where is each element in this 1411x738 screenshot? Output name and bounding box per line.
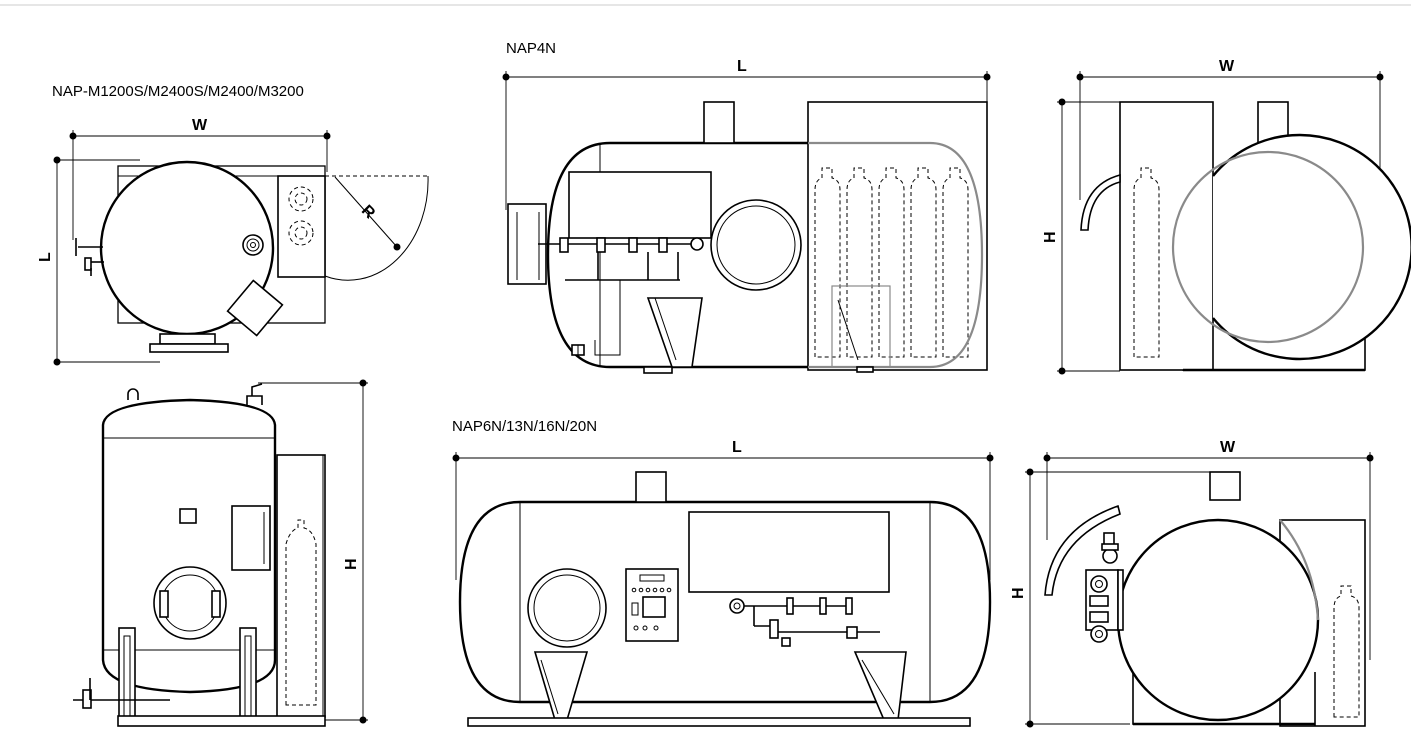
br-nap6n-end-view: W H — [1010, 439, 1374, 728]
bm-base — [467, 717, 971, 727]
tr-width-label: W — [1219, 58, 1235, 75]
caption-nap6n-series: NAP6N/13N/16N/20N — [452, 418, 597, 435]
tr-hidden-tank-outline — [1171, 150, 1365, 344]
tl-radius-label: R — [358, 202, 379, 223]
bm-length-label: L — [732, 439, 742, 456]
bl-front-view: H — [73, 379, 368, 727]
bl-cylinder-cabinet — [276, 454, 326, 718]
tr-cylinder-cabinet — [1119, 101, 1214, 371]
tl-outlet — [226, 279, 284, 337]
br-tank — [1116, 518, 1320, 722]
tm-length-label: L — [737, 58, 747, 75]
tm-vent — [703, 101, 735, 144]
tr-nap4n-end-view: W H — [1042, 58, 1411, 375]
tl-width-label: W — [192, 117, 208, 134]
tm-cylinder-cabinet — [807, 101, 988, 371]
tm-manhole — [710, 199, 802, 291]
tl-length-label: L — [37, 252, 54, 262]
tm-gas-cylinders — [814, 167, 969, 358]
tl-control-box — [277, 175, 326, 278]
bl-manhole — [153, 566, 227, 640]
bl-tank — [101, 398, 277, 694]
tr-height-label: H — [1042, 231, 1059, 243]
tm-panel — [568, 171, 712, 239]
bm-panel — [688, 511, 890, 593]
tl-plan-view: NAP-M1200S/M2400S/M2400/M3200 W L R — [37, 83, 429, 366]
tm-saddle — [646, 297, 703, 368]
bl-height-label: H — [343, 558, 360, 570]
tm-hidden-tank-outline — [808, 141, 984, 369]
tr-tank — [1212, 133, 1411, 361]
bm-nap6n-side-view: NAP6N/13N/16N/20N L — [452, 418, 994, 727]
br-width-label: W — [1220, 439, 1236, 456]
tm-nap4n-side-view: NAP4N L — [502, 40, 991, 374]
bm-manhole — [527, 568, 607, 648]
caption-nap4n: NAP4N — [506, 40, 556, 57]
caption-nap-m-series: NAP-M1200S/M2400S/M2400/M3200 — [52, 83, 304, 100]
br-height-label: H — [1010, 587, 1027, 599]
bm-vent — [635, 471, 667, 503]
